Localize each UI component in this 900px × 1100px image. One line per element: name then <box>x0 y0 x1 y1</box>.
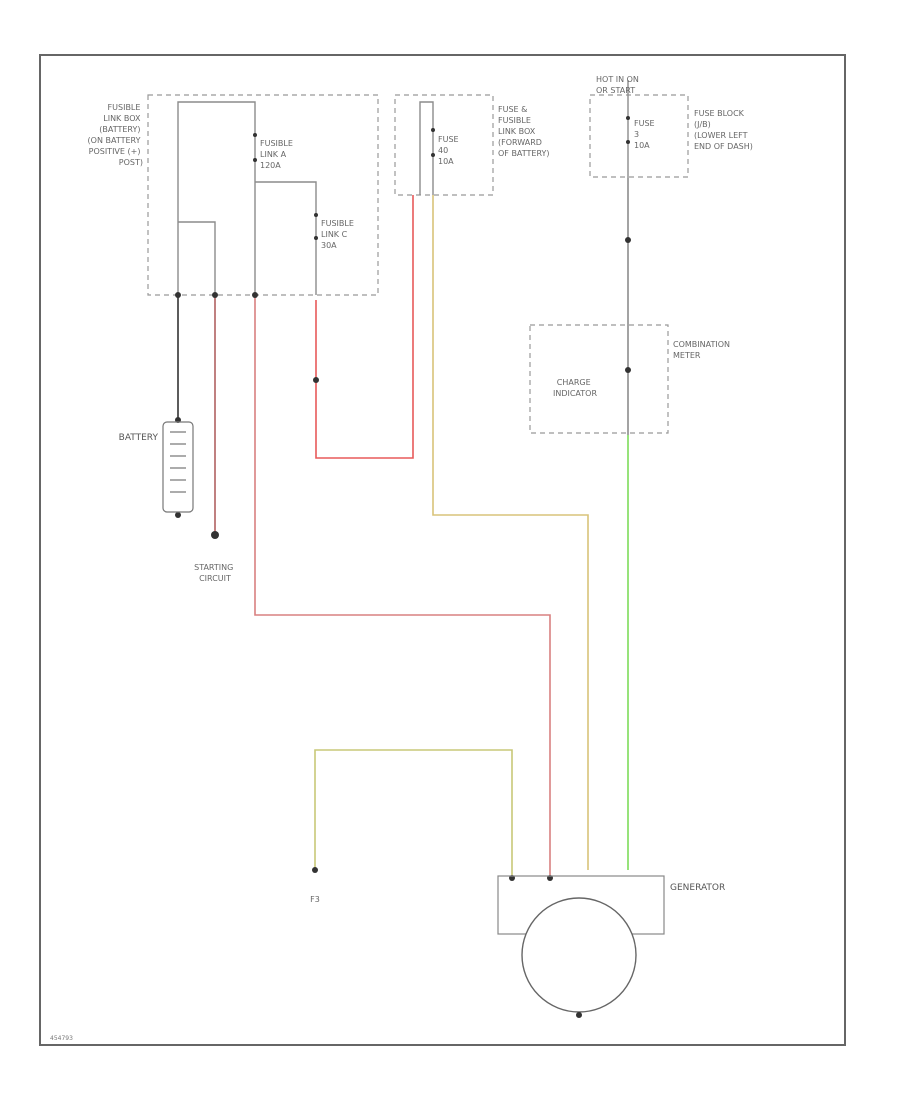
fuse-40-label: FUSE 40 10A <box>438 135 461 166</box>
combination-meter-label: COMBINATION METER <box>673 340 733 360</box>
battery-symbol <box>162 421 194 513</box>
fuse-block-jb-outline <box>589 94 689 178</box>
diagram-id: 454793 <box>50 1035 73 1042</box>
connector-dots <box>175 237 631 881</box>
combination-meter-outline <box>529 324 669 434</box>
fuse-link-box-front-outline <box>394 94 494 196</box>
fuse-symbols <box>253 116 630 240</box>
fusible-link-a-label: FUSIBLE LINK A 120A <box>260 139 295 170</box>
fusible-link-box-internal-wiring <box>177 80 629 295</box>
diagram-frame <box>39 54 846 1046</box>
f3-label: F3 <box>310 895 320 904</box>
fusible-link-c-label: FUSIBLE LINK C 30A <box>321 219 356 250</box>
charge-indicator-label: CHARGE INDICATOR <box>553 378 597 398</box>
wire-olive-f3 <box>314 749 513 878</box>
generator-symbol <box>497 875 665 1018</box>
fuse-block-jb-label: FUSE BLOCK (J/B) (LOWER LEFT END OF DASH… <box>694 109 753 151</box>
fusible-link-box-battery-outline <box>147 94 379 296</box>
battery-label: BATTERY <box>119 433 159 443</box>
generator-label: GENERATOR <box>670 883 725 893</box>
starting-circuit-label: STARTING CIRCUIT <box>194 563 236 583</box>
hot-in-on-label: HOT IN ON OR START <box>596 75 641 95</box>
wire-yellow-generator <box>432 195 589 870</box>
fuse-3-label: FUSE 3 10A <box>634 119 657 150</box>
wire-pink-generator-b <box>254 295 551 878</box>
fusible-link-box-label: FUSIBLE LINK BOX (BATTERY) (ON BATTERY P… <box>88 103 143 167</box>
fuse-box-front-label: FUSE & FUSIBLE LINK BOX (FORWARD OF BATT… <box>498 105 550 158</box>
